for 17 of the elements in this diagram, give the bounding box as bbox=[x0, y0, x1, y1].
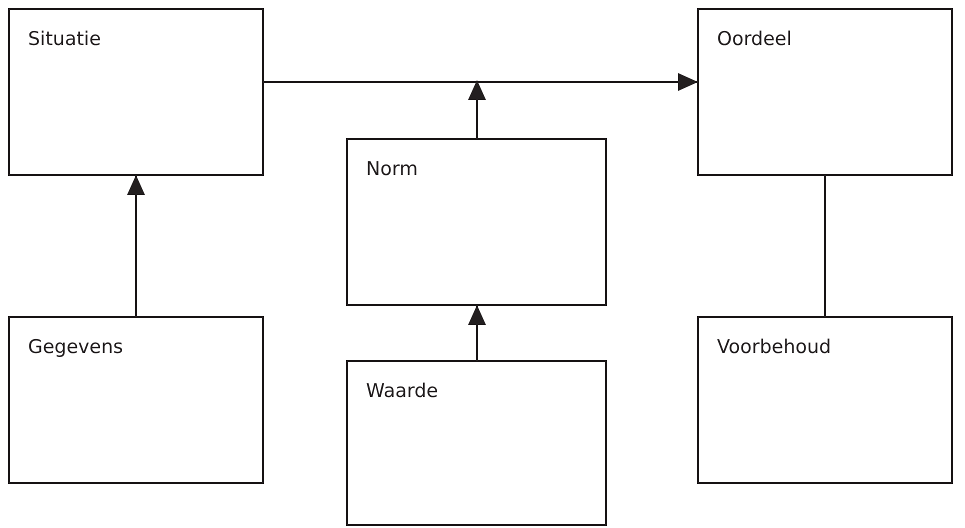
concept-box bbox=[346, 360, 607, 526]
connector-line bbox=[824, 176, 826, 316]
concept-box bbox=[697, 316, 953, 484]
concept-box bbox=[346, 138, 607, 306]
arrow bbox=[264, 73, 698, 91]
arrow bbox=[468, 305, 486, 360]
box-title: Voorbehoud bbox=[717, 336, 832, 358]
concept-box bbox=[8, 316, 264, 484]
box-title: Norm bbox=[366, 158, 418, 180]
box-title: Waarde bbox=[366, 380, 438, 402]
arrow bbox=[127, 175, 145, 316]
box-title: Situatie bbox=[28, 28, 101, 50]
arrow bbox=[468, 80, 486, 138]
box-title: Oordeel bbox=[717, 28, 792, 50]
box-title: Gegevens bbox=[28, 336, 124, 358]
concept-box bbox=[697, 8, 953, 176]
concept-box bbox=[8, 8, 264, 176]
